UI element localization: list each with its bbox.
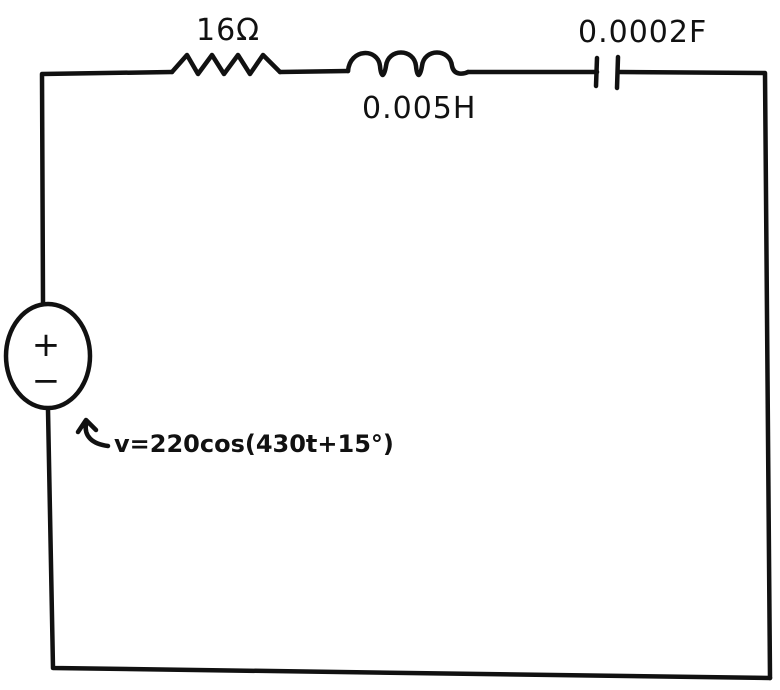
wire-top-left bbox=[39, 69, 175, 305]
wire-bottom-left bbox=[45, 407, 773, 681]
wire-resistor-inductor bbox=[277, 68, 351, 75]
capacitor-plate-left bbox=[593, 55, 600, 89]
voltage-source-minus: − bbox=[32, 361, 61, 401]
source-label: v=220cos(430t+15°) bbox=[114, 430, 394, 458]
capacitor-plate-right bbox=[614, 54, 621, 91]
capacitor-label: 0.0002F bbox=[578, 15, 707, 50]
resistor-label: 16Ω bbox=[196, 13, 260, 48]
resistor-symbol bbox=[169, 52, 283, 77]
wire-top-right bbox=[615, 69, 773, 681]
inductor-symbol bbox=[345, 50, 471, 78]
source-pointer-arrow bbox=[75, 417, 111, 449]
voltage-source-plus: + bbox=[32, 325, 61, 365]
voltage-source-symbol bbox=[3, 301, 93, 411]
inductor-label: 0.005H bbox=[362, 91, 476, 126]
